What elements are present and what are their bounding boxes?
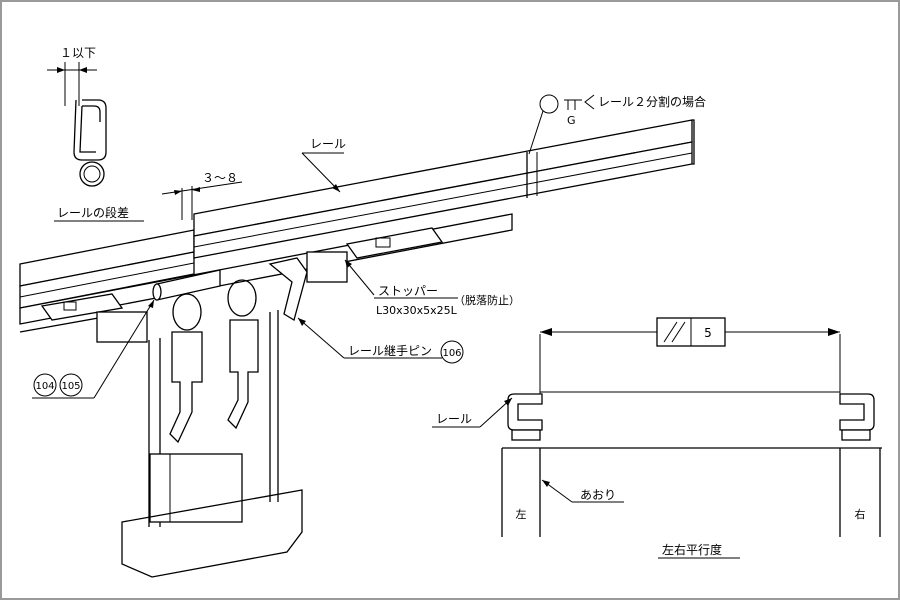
stopper-angle [268, 257, 308, 321]
hook-inner [79, 105, 101, 153]
aori-arrow [542, 480, 550, 487]
split-note: レール２分割の場合 [598, 94, 706, 109]
gap-arrow-left [174, 190, 182, 195]
bracket-box-2 [345, 227, 444, 259]
pipe-end [152, 283, 162, 301]
offset-label: １以下 [60, 46, 96, 60]
rail-leader [301, 152, 341, 193]
balloon-leader [93, 299, 155, 399]
hook-ring [79, 161, 105, 187]
rail-end-cap [692, 119, 695, 165]
rail-leader-arrow [332, 184, 340, 192]
main-rail-assembly [19, 119, 695, 578]
joint-pin-arrow [298, 318, 306, 326]
gap-arrow-right [192, 187, 200, 192]
split-leader [528, 110, 544, 155]
parallel-caption: 左右平行度 [662, 542, 722, 557]
balloon-joint-number: 106 [442, 348, 461, 359]
section-rail-label: レール [436, 412, 472, 426]
tolerance-value: 5 [704, 326, 712, 340]
rail-step-detail: １以下 レールの段差 [47, 46, 144, 222]
stopper-note: （脱落防止） [454, 293, 520, 307]
hook-ring-inner [83, 165, 101, 183]
main-rail-groove [193, 152, 693, 248]
bottom-slab [121, 489, 303, 578]
hanger-plate-1 [96, 311, 148, 343]
left-rail-seat [511, 429, 541, 441]
hook-profile [73, 99, 107, 161]
bracket-box-1 [40, 293, 124, 321]
left-c-rail [507, 393, 543, 431]
balloon-a-number: 104 [35, 381, 54, 392]
rail-label: レール [310, 137, 346, 151]
split-circle [539, 94, 559, 114]
right-label: 右 [855, 507, 866, 521]
parts-balloons: 104 105 [32, 299, 155, 399]
split-arrow [584, 94, 595, 110]
tol-arrow-left [540, 328, 552, 336]
joint-pin-leader [297, 317, 345, 359]
parallel-symbol-1 [663, 321, 678, 343]
left-label: 左 [516, 508, 527, 521]
stopper-leader-arrow [345, 260, 352, 268]
joint-pin-callout: レール継手ピン 106 [297, 317, 464, 364]
stopper-spec: L30x30x5x25L [376, 304, 458, 317]
hook-2-ring [227, 279, 257, 317]
parallelism-section: 5 左 右 レール あおり 左右平行度 [432, 317, 882, 559]
gap-label: ３～８ [202, 171, 238, 185]
stopper-leader [344, 259, 375, 296]
hanger-plate-2 [306, 251, 348, 283]
base-block [149, 453, 243, 523]
split-symbol: G [567, 114, 576, 127]
hook-1-ring [172, 293, 202, 331]
balloon-joint [440, 340, 464, 364]
balloon-b [59, 373, 83, 397]
balloon-leader-arrow [148, 300, 154, 308]
parallel-symbol-2 [671, 321, 686, 343]
left-rail-groove [19, 262, 195, 298]
bracket-nut-1 [63, 301, 77, 311]
split-callout: G レール２分割の場合 [528, 94, 706, 155]
aori-label: あおり [580, 488, 616, 502]
stopper-callout: ストッパー L30x30x5x25L （脱落防止） [344, 259, 520, 317]
right-c-rail [839, 393, 875, 431]
right-rail-seat [841, 429, 871, 441]
rail-callout: レール [301, 137, 346, 193]
hanger-clip-2 [227, 319, 259, 430]
balloon-b-number: 105 [61, 381, 80, 392]
joint-pin-label: レール継手ピン [348, 343, 432, 358]
bracket-nut-2 [375, 237, 391, 248]
gap-dimension: ３～８ [161, 171, 243, 220]
dim-arrow-left [57, 67, 65, 73]
hanger-clip-1 [169, 331, 203, 444]
stopper-title: ストッパー [378, 284, 438, 298]
balloon-a [33, 373, 57, 397]
tol-arrow-right [828, 328, 840, 336]
section-rail-arrow [504, 398, 512, 406]
step-caption: レールの段差 [57, 205, 129, 220]
dim-arrow-right [79, 67, 87, 73]
